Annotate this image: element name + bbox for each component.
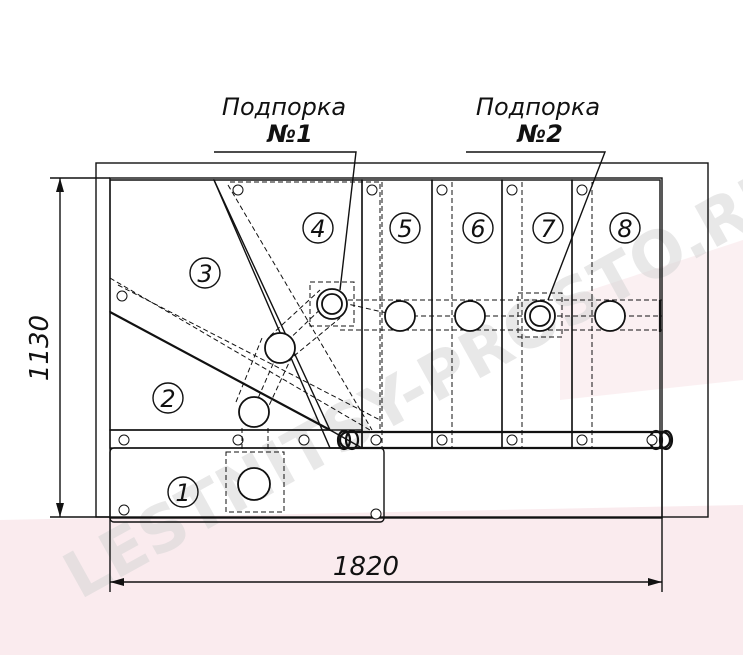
arrow-left [110, 578, 124, 586]
step-number-circle [389, 212, 421, 244]
post [594, 300, 626, 332]
step-number-1: 1 [175, 479, 190, 507]
spine-mid-a [269, 289, 321, 337]
stringer-joint [329, 429, 363, 449]
bolt [232, 184, 244, 196]
step-number-5: 5 [397, 215, 412, 243]
base-bracket [225, 451, 285, 513]
post [238, 396, 270, 428]
bolt [232, 434, 244, 446]
background-tint-right [560, 240, 743, 400]
support-1-leader [214, 151, 357, 291]
step-number-circle [302, 212, 334, 244]
bolt [506, 184, 518, 196]
bolt [436, 434, 448, 446]
step-4-hidden [230, 181, 381, 430]
posts [237, 288, 626, 501]
height-dimension: 1130 [25, 177, 110, 518]
step-numbers: 1 2 3 4 5 6 7 8 [152, 212, 641, 508]
step-number-circle [189, 257, 221, 289]
support-1-label: Подпорка [222, 93, 346, 121]
support-2-bracket [517, 292, 563, 338]
stringer-end-left-2 [344, 429, 360, 451]
post-inner [321, 293, 343, 315]
step-number-8: 8 [617, 215, 632, 243]
post [264, 332, 296, 364]
step-number-circle [462, 212, 494, 244]
support-2-number: №2 [516, 120, 563, 148]
post [237, 467, 271, 501]
step-4-hidden-edge [227, 184, 373, 431]
post [454, 300, 486, 332]
step-number-6: 6 [470, 215, 485, 243]
bottom-stringer [109, 429, 674, 451]
bolt [370, 508, 382, 520]
bolt [576, 434, 588, 446]
width-value: 1820 [333, 552, 399, 582]
height-value: 1130 [25, 315, 55, 381]
stringer-end-right-2 [658, 429, 674, 451]
step-number-3: 3 [197, 260, 212, 288]
stringer-right [338, 430, 672, 450]
bolt [646, 434, 658, 446]
step-3-hidden-edge-2 [117, 284, 381, 421]
bolt [116, 290, 128, 302]
bolt [370, 434, 382, 446]
spine-lower-a [235, 337, 263, 403]
post-inner [529, 305, 551, 327]
support-1-callout: Подпорка №1 [214, 93, 357, 291]
step-3-board [109, 179, 332, 432]
step-number-circle [532, 212, 564, 244]
support-2-leader [466, 151, 607, 301]
background-tint [0, 505, 743, 655]
stringer-left [109, 429, 363, 449]
support-1-bracket [309, 281, 355, 327]
step-number-2: 2 [160, 385, 175, 413]
bolt [298, 434, 310, 446]
bolt [118, 504, 130, 516]
step-number-circle [609, 212, 641, 244]
bolt [366, 184, 378, 196]
width-dimension: 1820 [109, 448, 663, 592]
arrow-down [56, 503, 64, 517]
arrow-up [56, 178, 64, 192]
spine-lower-b [265, 351, 295, 413]
room-outline [95, 162, 709, 518]
bolt [118, 434, 130, 446]
arrow-right [648, 578, 662, 586]
stringer-end-left [336, 429, 352, 451]
post [384, 300, 416, 332]
support-2-label: Подпорка [476, 93, 600, 121]
step-number-7: 7 [540, 215, 556, 243]
bolt [576, 184, 588, 196]
step-2-front-edge [109, 311, 331, 431]
bolt [436, 184, 448, 196]
bolts [116, 184, 658, 520]
step-number-circle [152, 382, 184, 414]
support-1-number: №1 [266, 120, 313, 148]
step-3-hidden-edge [109, 277, 371, 431]
spine-mid-b [293, 317, 341, 357]
bolt [506, 434, 518, 446]
support-2-callout: Подпорка №2 [466, 93, 607, 301]
step-number-4: 4 [310, 215, 325, 243]
step-number-circle [167, 476, 199, 508]
